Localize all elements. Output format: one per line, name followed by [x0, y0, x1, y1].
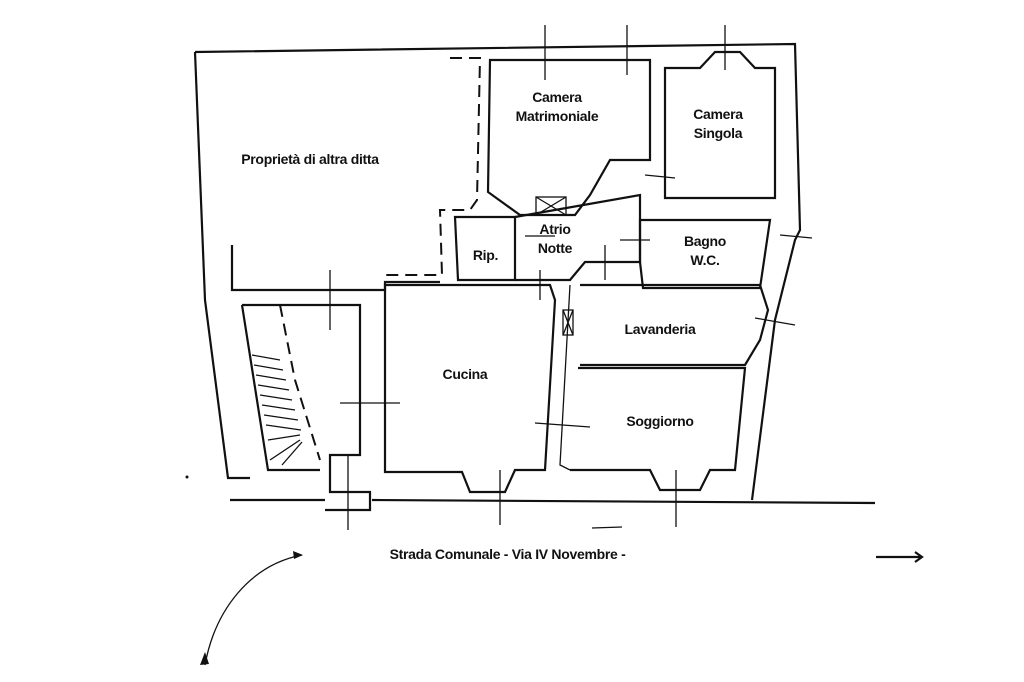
label-line: Notte: [537, 240, 573, 256]
label-line: Matrimoniale: [515, 108, 599, 124]
arrow-head: [200, 551, 303, 665]
wall-cucina: [383, 283, 557, 494]
label-line: Atrio: [539, 221, 571, 237]
label-line: Camera: [693, 106, 743, 122]
wall-lavanderia: [580, 283, 770, 367]
label-ripostiglio: Rip.: [472, 247, 499, 263]
label-line: Camera: [532, 89, 582, 105]
street-line: [230, 498, 876, 505]
dot-mark: [185, 475, 189, 479]
label-line: Singola: [693, 125, 743, 141]
label-proprieta: Proprietà di altra ditta: [241, 151, 379, 167]
wall-stairs: [242, 303, 372, 512]
street-label: Strada Comunale - Via IV Novembre -: [389, 546, 626, 562]
dashed-boundary: [385, 57, 482, 276]
wall-corridor: [559, 284, 571, 471]
door-icon: [535, 196, 574, 336]
label-cucina: Cucina: [442, 366, 488, 382]
label-soggiorno: Soggiorno: [626, 413, 694, 429]
wall-soggiorno: [570, 366, 747, 492]
left-boundary: [193, 51, 250, 480]
property-inner: [230, 245, 440, 292]
section-markers: [329, 25, 813, 530]
stairs-icon: [251, 354, 303, 466]
stairs-wall-left: [240, 304, 320, 472]
wall-camera-singola: [663, 50, 777, 200]
north-arrow-curve: [204, 554, 303, 666]
wall-bagno: [638, 218, 772, 290]
wall-atrio: [514, 193, 642, 282]
stairs-dashed: [279, 304, 321, 461]
outer-wall: [194, 42, 802, 501]
label-line: Bagno: [683, 233, 727, 249]
label-lavanderia: Lavanderia: [624, 321, 696, 337]
label-line: W.C.: [690, 252, 720, 268]
right-arrow-icon: [876, 551, 924, 563]
wall-camera-matrimoniale: [486, 58, 652, 217]
